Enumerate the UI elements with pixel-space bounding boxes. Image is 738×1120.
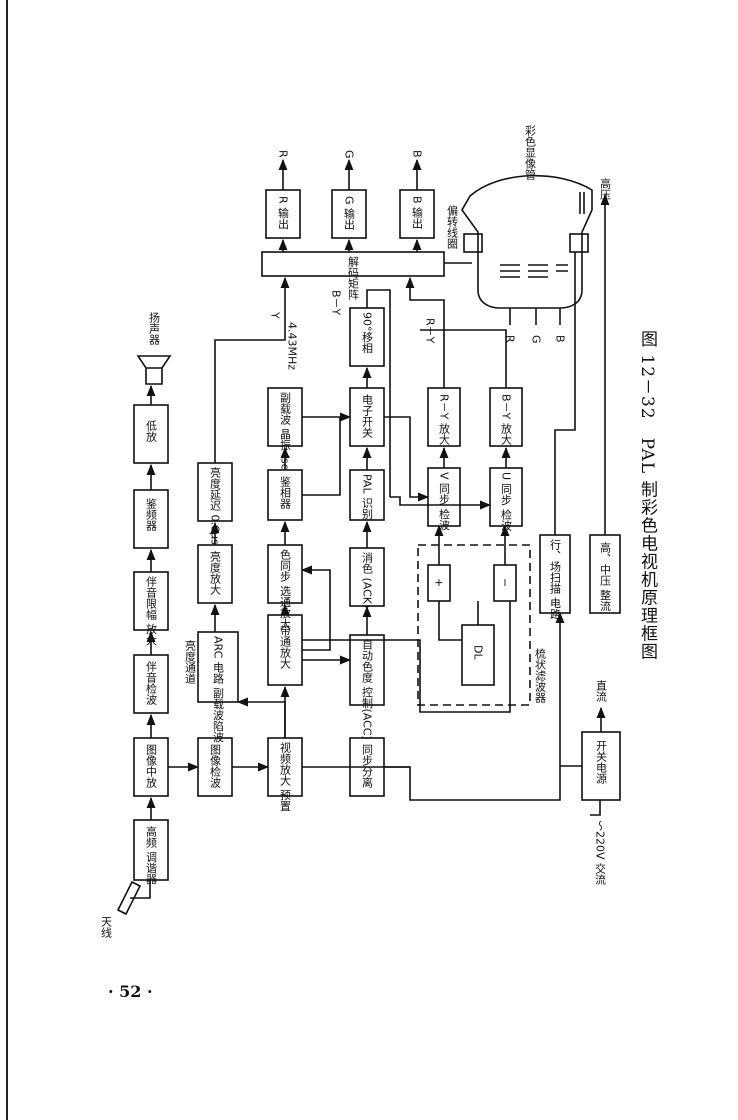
- power-label: 开关电源: [595, 740, 608, 785]
- matrix-label: 解码矩阵: [347, 255, 360, 301]
- crt-hatch-left: [463, 233, 483, 253]
- freq-label: 4.43MHz: [286, 322, 299, 370]
- ry-amp-label: R－Y 放大: [438, 394, 451, 445]
- ac-in-label: ～220V 交流: [594, 820, 607, 885]
- minus-label: −: [499, 578, 512, 587]
- b-out-label: B 输出: [411, 196, 424, 229]
- hv-label-crt: 高压: [599, 177, 612, 201]
- out-r-label: R: [277, 150, 290, 158]
- dl-label: DL: [472, 645, 485, 660]
- audio-amp-label: 低放: [145, 420, 158, 442]
- r-y-label: R－Y: [424, 318, 437, 344]
- b-y-label: B－Y: [330, 290, 343, 316]
- phase90-label: 90°移相: [361, 312, 374, 354]
- acc-label: 自动色度 控制(ACC): [361, 639, 374, 740]
- comb-filter-label: 梳状滤波器: [534, 647, 547, 704]
- antenna-label: 天线: [100, 916, 113, 938]
- sound-det-label: 伴音检波: [145, 661, 158, 706]
- out-g-label: G: [343, 150, 356, 159]
- antenna-shape: [116, 880, 142, 916]
- g-out-label: G 输出: [343, 196, 356, 230]
- crt-g-label: G: [530, 335, 543, 344]
- killer-label: 消色 (ACK): [361, 551, 374, 609]
- e-switch-label: 电子开关: [361, 394, 374, 439]
- yoke-label: 偏转线圈: [446, 204, 459, 250]
- hv-label: 高、中压 整流: [599, 541, 612, 612]
- crt-r-label: R: [504, 335, 517, 343]
- crt-hatch-right: [569, 233, 589, 253]
- sound-amp-label: 伴音限幅 放大: [145, 576, 158, 646]
- tuner-label: 高频 调谐器: [145, 825, 158, 885]
- page-number: · 52 ·: [108, 982, 153, 1001]
- sync-sep-label: 同步分离: [361, 744, 374, 789]
- luma-delay-label: 亮度延迟 0.6μs: [209, 466, 222, 545]
- plus-label: +: [433, 578, 446, 587]
- y-label: Y: [269, 311, 282, 319]
- pal-ident-label: PAL 识别: [361, 474, 374, 520]
- luma-channel-label: 亮度通道: [184, 639, 197, 684]
- phase-det-label: 鉴相器: [279, 476, 292, 510]
- matrix-box: [261, 251, 445, 277]
- r-out-label: R 输出: [277, 196, 290, 229]
- video-preamp-label: 视频放大 预置: [279, 741, 292, 812]
- crt-b-label: B: [554, 335, 567, 343]
- crt-outline: [461, 174, 593, 309]
- subcarrier-osc-label: 副载波 晶振 fsc: [279, 392, 292, 470]
- page-edge: [6, 0, 8, 1120]
- out-b-label: B: [411, 150, 424, 158]
- dc-label: 直流: [595, 679, 608, 702]
- video-det-label: 图像检波: [209, 744, 222, 789]
- arc-label: ARC 电路 副载波陷波: [212, 636, 225, 743]
- luma-amp-label: 亮度放大: [209, 550, 222, 595]
- speaker-shape: [136, 355, 172, 385]
- by-amp-label: B－Y 放大: [500, 394, 513, 445]
- discriminator-label: 鉴频器: [145, 498, 158, 532]
- arc-box: [197, 631, 239, 703]
- band-amp-label: 带通放大: [279, 625, 292, 669]
- scan-label: 行、场扫描 电路: [549, 539, 562, 620]
- if-amp-label: 图像中放: [145, 744, 158, 788]
- comb-filter-region: [417, 544, 531, 706]
- speaker-label: 扬声器: [148, 311, 161, 346]
- crt-label: 彩色显像管: [524, 125, 537, 181]
- figure-caption: 图 12－32 PAL 制彩色电视机原理框图: [637, 330, 657, 661]
- v-det-label: V 同步 检波: [438, 472, 451, 531]
- burst-amp-label: 色同步 选通放大: [279, 548, 292, 630]
- u-det-label: U 同步 检波: [500, 472, 513, 532]
